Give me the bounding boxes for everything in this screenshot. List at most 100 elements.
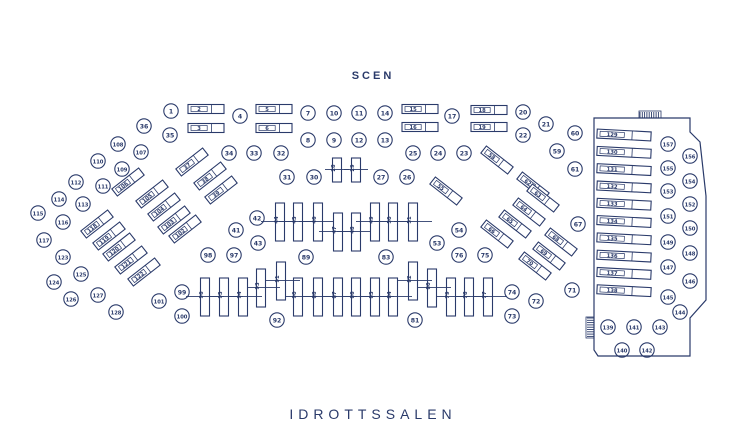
round-table-157[interactable]: 157 [661,137,675,151]
rect-table-58[interactable]: 58 [481,146,513,174]
round-table-150[interactable]: 150 [683,221,697,235]
rect-table-19[interactable]: 19 [471,123,507,132]
rect-table-6[interactable]: 6 [256,124,292,133]
round-table-60[interactable]: 60 [568,126,582,140]
round-table-116[interactable]: 116 [56,215,70,229]
round-table-73[interactable]: 73 [505,309,519,323]
round-table-71[interactable]: 71 [565,283,579,297]
round-table-110[interactable]: 110 [91,154,105,168]
round-table-145[interactable]: 145 [661,290,675,304]
round-table-34[interactable]: 34 [222,146,236,160]
round-table-114[interactable]: 114 [52,192,66,206]
round-table-115[interactable]: 115 [31,206,45,220]
round-table-74[interactable]: 74 [505,285,519,299]
round-table-154[interactable]: 154 [683,174,697,188]
round-table-13[interactable]: 13 [378,133,392,147]
rect-table-132[interactable]: 132 [597,181,651,193]
round-table-117[interactable]: 117 [37,233,51,247]
round-table-72[interactable]: 72 [529,294,543,308]
rect-table-15[interactable]: 15 [402,105,438,114]
round-table-41[interactable]: 41 [229,223,243,237]
round-table-124[interactable]: 124 [47,275,61,289]
rect-table-134[interactable]: 134 [597,216,651,228]
round-table-127[interactable]: 127 [91,288,105,302]
round-table-53[interactable]: 53 [430,236,444,250]
round-table-1[interactable]: 1 [164,104,178,118]
round-table-108[interactable]: 108 [111,137,125,151]
round-table-10[interactable]: 10 [327,106,341,120]
round-table-142[interactable]: 142 [640,343,654,357]
round-table-36[interactable]: 36 [137,119,151,133]
round-table-128[interactable]: 128 [109,305,123,319]
round-table-156[interactable]: 156 [683,149,697,163]
rect-table-82[interactable]: 82 [394,262,432,300]
round-table-126[interactable]: 126 [64,292,78,306]
rect-table-51[interactable]: 51 [394,203,432,241]
rect-table-37[interactable]: 37 [176,148,208,176]
round-table-149[interactable]: 149 [661,235,675,249]
rect-table-136[interactable]: 136 [597,250,651,262]
round-table-99[interactable]: 99 [175,285,189,299]
round-table-26[interactable]: 26 [400,170,414,184]
round-table-98[interactable]: 98 [201,248,215,262]
round-table-139[interactable]: 139 [601,320,615,334]
round-table-33[interactable]: 33 [247,146,261,160]
round-table-146[interactable]: 146 [683,274,697,288]
round-table-24[interactable]: 24 [431,146,445,160]
round-table-75[interactable]: 75 [478,248,492,262]
rect-table-77[interactable]: 77 [469,278,507,316]
round-table-97[interactable]: 97 [227,248,241,262]
round-table-76[interactable]: 76 [452,248,466,262]
round-table-101[interactable]: 101 [152,294,166,308]
round-table-81[interactable]: 81 [408,313,422,327]
rect-table-131[interactable]: 131 [597,164,651,176]
rect-table-133[interactable]: 133 [597,198,651,210]
round-table-141[interactable]: 141 [627,320,641,334]
round-table-148[interactable]: 148 [683,246,697,260]
rect-table-46[interactable]: 46 [299,203,337,241]
rect-table-28[interactable]: 28 [325,158,349,182]
rect-table-29[interactable]: 29 [344,158,368,182]
round-table-30[interactable]: 30 [307,170,321,184]
round-table-92[interactable]: 92 [270,313,284,327]
rect-table-18[interactable]: 18 [471,106,507,115]
rect-table-5[interactable]: 5 [256,105,292,114]
round-table-100[interactable]: 100 [175,309,189,323]
rect-table-80[interactable]: 80 [413,269,451,307]
round-table-42[interactable]: 42 [250,211,264,225]
round-table-67[interactable]: 67 [571,217,585,231]
round-table-7[interactable]: 7 [301,106,315,120]
round-table-23[interactable]: 23 [457,146,471,160]
rect-table-130[interactable]: 130 [597,146,651,158]
rect-table-129[interactable]: 129 [597,129,651,141]
round-table-152[interactable]: 152 [683,197,697,211]
round-table-147[interactable]: 147 [661,260,675,274]
round-table-140[interactable]: 140 [615,343,629,357]
round-table-8[interactable]: 8 [301,133,315,147]
round-table-83[interactable]: 83 [379,250,393,264]
round-table-25[interactable]: 25 [406,146,420,160]
round-table-143[interactable]: 143 [653,320,667,334]
round-table-20[interactable]: 20 [516,105,530,119]
round-table-31[interactable]: 31 [280,170,294,184]
round-table-35[interactable]: 35 [163,128,177,142]
round-table-9[interactable]: 9 [327,133,341,147]
round-table-111[interactable]: 111 [96,179,110,193]
rect-table-55[interactable]: 55 [430,177,462,205]
round-table-112[interactable]: 112 [69,175,83,189]
round-table-21[interactable]: 21 [539,117,553,131]
round-table-107[interactable]: 107 [134,145,148,159]
round-table-153[interactable]: 153 [661,184,675,198]
rect-table-135[interactable]: 135 [597,233,651,245]
round-table-144[interactable]: 144 [673,305,687,319]
round-table-89[interactable]: 89 [299,250,313,264]
rect-table-138[interactable]: 138 [597,285,651,297]
round-table-109[interactable]: 109 [115,162,129,176]
round-table-151[interactable]: 151 [661,209,675,223]
round-table-61[interactable]: 61 [568,162,582,176]
round-table-4[interactable]: 4 [233,109,247,123]
round-table-59[interactable]: 59 [550,144,564,158]
round-table-22[interactable]: 22 [516,128,530,142]
rect-table-3[interactable]: 3 [188,124,224,133]
rect-table-2[interactable]: 2 [188,105,224,114]
